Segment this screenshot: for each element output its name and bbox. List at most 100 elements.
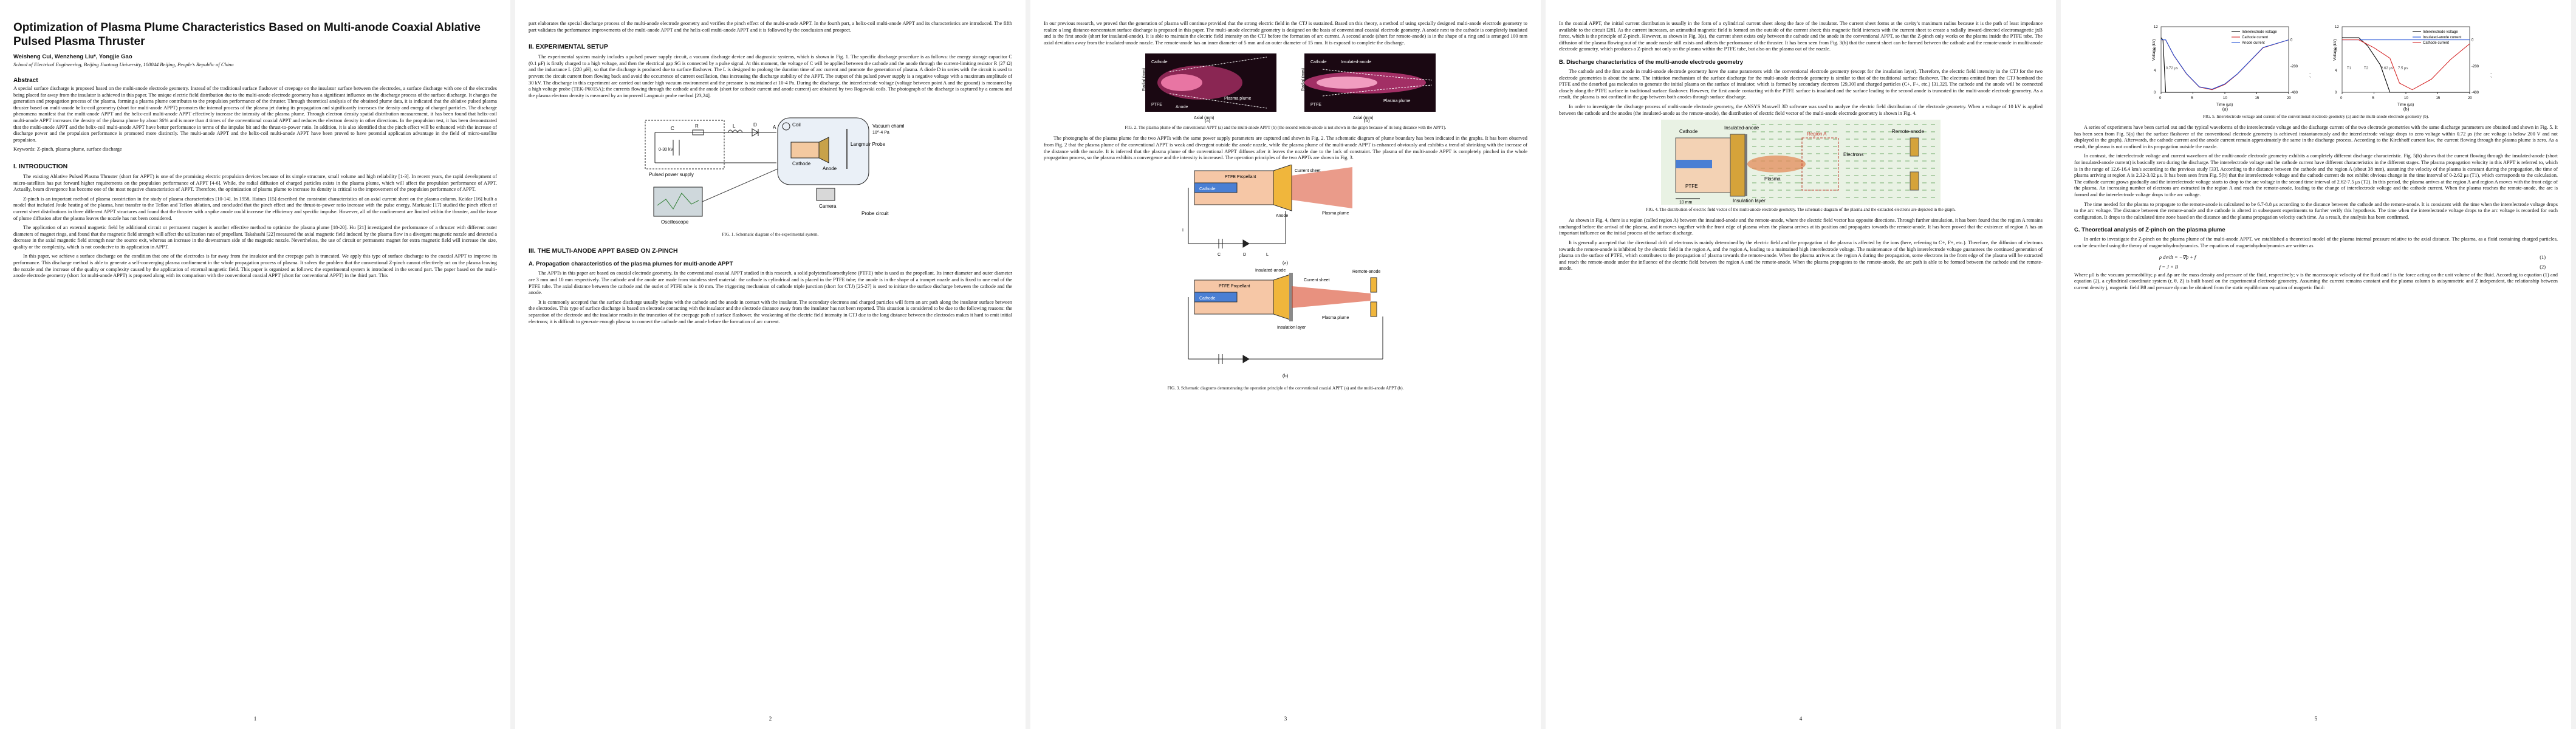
label-camera: Camera	[819, 204, 837, 209]
body-paragraph: The time needed for the plasma to propag…	[2074, 201, 2558, 220]
annotation-label: 2.62 μs	[2381, 67, 2393, 70]
x-tick-label: 10	[2223, 97, 2227, 100]
label-current-sheet: Current sheet	[1304, 278, 1329, 282]
y-tick-label: 12	[2154, 26, 2158, 29]
oscilloscope-trace	[657, 193, 699, 210]
series-line	[2342, 39, 2470, 91]
label-cathode: Cathode	[1199, 187, 1216, 191]
label-ptfe: PTFE	[1685, 183, 1697, 189]
legend-label: Interelectrode voltage	[2242, 30, 2277, 34]
equation-2-number: (2)	[2540, 264, 2546, 270]
label-point-a: A	[773, 125, 776, 130]
body-paragraph: Where μ0 is the vacuum permeability; ρ a…	[2074, 272, 2558, 290]
panel-label-a: (a)	[1205, 118, 1210, 123]
equation-1-number: (1)	[2540, 254, 2546, 260]
legend-label: Anode current	[2242, 41, 2265, 45]
label-ptfe: PTFE Propellant	[1225, 175, 1256, 179]
label-cathode: Cathode	[1310, 60, 1327, 64]
y-tick-label: 0	[2335, 91, 2337, 95]
label-ptfe: PTFE	[1310, 103, 1321, 107]
affiliation: School of Electrical Engineering, Beijin…	[13, 61, 234, 67]
y2-axis-label: Current (A)	[2309, 58, 2311, 78]
y2-tick-label: -400	[2472, 91, 2479, 95]
y-tick-label: 4	[2335, 69, 2337, 73]
label-anode: Anode	[823, 166, 837, 171]
label-insulated-anode: Insulated-anode	[1255, 269, 1286, 273]
legend-label: Insulated-anode current	[2423, 36, 2462, 39]
label-plasma-plume: Plasma plume	[1322, 316, 1349, 320]
intro-paragraph: The existing Ablative Pulsed Plasma Thru…	[13, 173, 497, 193]
section-3b-heading: B. Discharge characteristics of the mult…	[1559, 58, 1744, 66]
figure-2: Cathode PTFE Anode Plasma plume Axial (m…	[1044, 51, 1527, 123]
anode-nozzle-a	[1273, 164, 1292, 211]
plot-frame	[2160, 26, 2289, 93]
figure-2-caption: FIG. 2. The plasma plume of the conventi…	[1125, 125, 1447, 131]
annotation-label: T1	[2347, 67, 2352, 70]
legend-label: Interelectrode voltage	[2423, 30, 2458, 34]
y-tick-label: 8	[2335, 47, 2337, 51]
figure-5: 0 5 10 15 20 0 4 8 12 -400 -200 0 Interelectrode vol…	[2074, 21, 2558, 112]
circuit-b	[1188, 296, 1383, 364]
section-3a-heading: A. Propagation characteristics of the pl…	[529, 261, 733, 268]
remote-anode-bottom	[1370, 301, 1377, 317]
insulated-anode-b	[1273, 273, 1292, 321]
y2-tick-label: -200	[2472, 65, 2479, 69]
legend-label: Cathode current	[2423, 41, 2449, 45]
figure-2a-photo: Cathode PTFE Anode Plasma plume Axial (m…	[1142, 53, 1276, 123]
label-remote-anode: Remote-anode	[1352, 270, 1380, 274]
page-1: Optimization of Plasma Plume Characteris…	[0, 0, 510, 729]
body-paragraph: As shown in Fig. 4, there is a region (c…	[1559, 217, 2043, 236]
intro-paragraph: Z-pinch is an important method of plasma…	[13, 196, 497, 221]
y2-tick-label: 0	[2290, 39, 2293, 43]
figure-4-caption: FIG. 4. The distribution of electric fie…	[1646, 207, 1956, 213]
equation-2: f = J × B(2)	[2074, 262, 2558, 272]
x-tick-label: 20	[2287, 97, 2291, 100]
section-3-heading: III. THE MULTI-ANODE APPT BASED ON Z-PIN…	[529, 247, 678, 255]
label-anode: Anode	[1176, 105, 1188, 109]
page-number: 1	[253, 716, 257, 722]
y-axis-label: Voltage (kV)	[2152, 39, 2156, 61]
page-number: 3	[1284, 716, 1287, 722]
oscilloscope-icon	[653, 187, 703, 217]
axis-y-label: Radial (mm)	[1301, 68, 1306, 91]
cathode-block	[1676, 160, 1712, 169]
plasma-plume-a	[1292, 166, 1352, 208]
plot-frame	[2341, 26, 2470, 93]
remote-anode-top	[1370, 277, 1377, 293]
panel-label: (b)	[2403, 106, 2410, 112]
x-tick-label: 15	[2436, 97, 2441, 100]
x-tick-label: 5	[2191, 97, 2194, 100]
x-tick-label: 0	[2159, 97, 2162, 100]
label-plasma-plume: Plasma plume	[1322, 211, 1349, 216]
equation-1-body: ρ dv/dt = −∇p + f	[2159, 254, 2196, 260]
body-paragraph: part elaborates the special discharge pr…	[529, 21, 1012, 33]
figure-5-caption: FIG. 5. Interelectrode voltage and curre…	[2203, 114, 2429, 119]
label-capacitor: C	[671, 126, 674, 131]
label-pulsed-power: Pulsed power supply	[649, 172, 694, 177]
label-region-a: Region A	[1807, 131, 1827, 137]
region-a-box	[1801, 137, 1839, 191]
x-tick-label: 10	[2404, 97, 2408, 100]
figure-3-caption: FIG. 3. Schematic diagrams demonstrating…	[1167, 385, 1404, 391]
body-paragraph: In the coaxial APPT, the initial current…	[1559, 21, 2043, 52]
label-insulated-anode: Insulated-anode	[1724, 125, 1759, 131]
label-current-sheet: Current sheet	[1295, 169, 1320, 173]
label-electrons: Electrons	[1843, 152, 1863, 157]
body-paragraph: In contrast, the interelectrode voltage …	[2074, 153, 2558, 197]
annotation-label: 0.72 μs	[2166, 67, 2178, 70]
insulation-layer	[1745, 134, 1747, 197]
page-number: 4	[1799, 716, 1803, 722]
body-paragraph: The cathode and the first anode in multi…	[1559, 68, 2043, 100]
figure-3-schematic: PTFE Propellant Current sheet Cathode An…	[1182, 164, 1383, 378]
label-remote-anode: Remote-anode	[1892, 129, 1924, 134]
panel-label: (a)	[2222, 106, 2228, 112]
plasma-region	[1747, 156, 1806, 173]
intro-heading: I. INTRODUCTION	[13, 162, 68, 170]
x-axis-label: Time (μs)	[2216, 103, 2233, 107]
body-paragraph: It is commonly accepted that the surface…	[529, 299, 1012, 324]
label-insulation-layer: Insulation layer	[1277, 326, 1306, 330]
remote-anode-bottom	[1910, 171, 1919, 191]
page-3: In our previous research, we proved that…	[1030, 0, 1541, 729]
label-plasma: Plasma	[1764, 176, 1781, 182]
